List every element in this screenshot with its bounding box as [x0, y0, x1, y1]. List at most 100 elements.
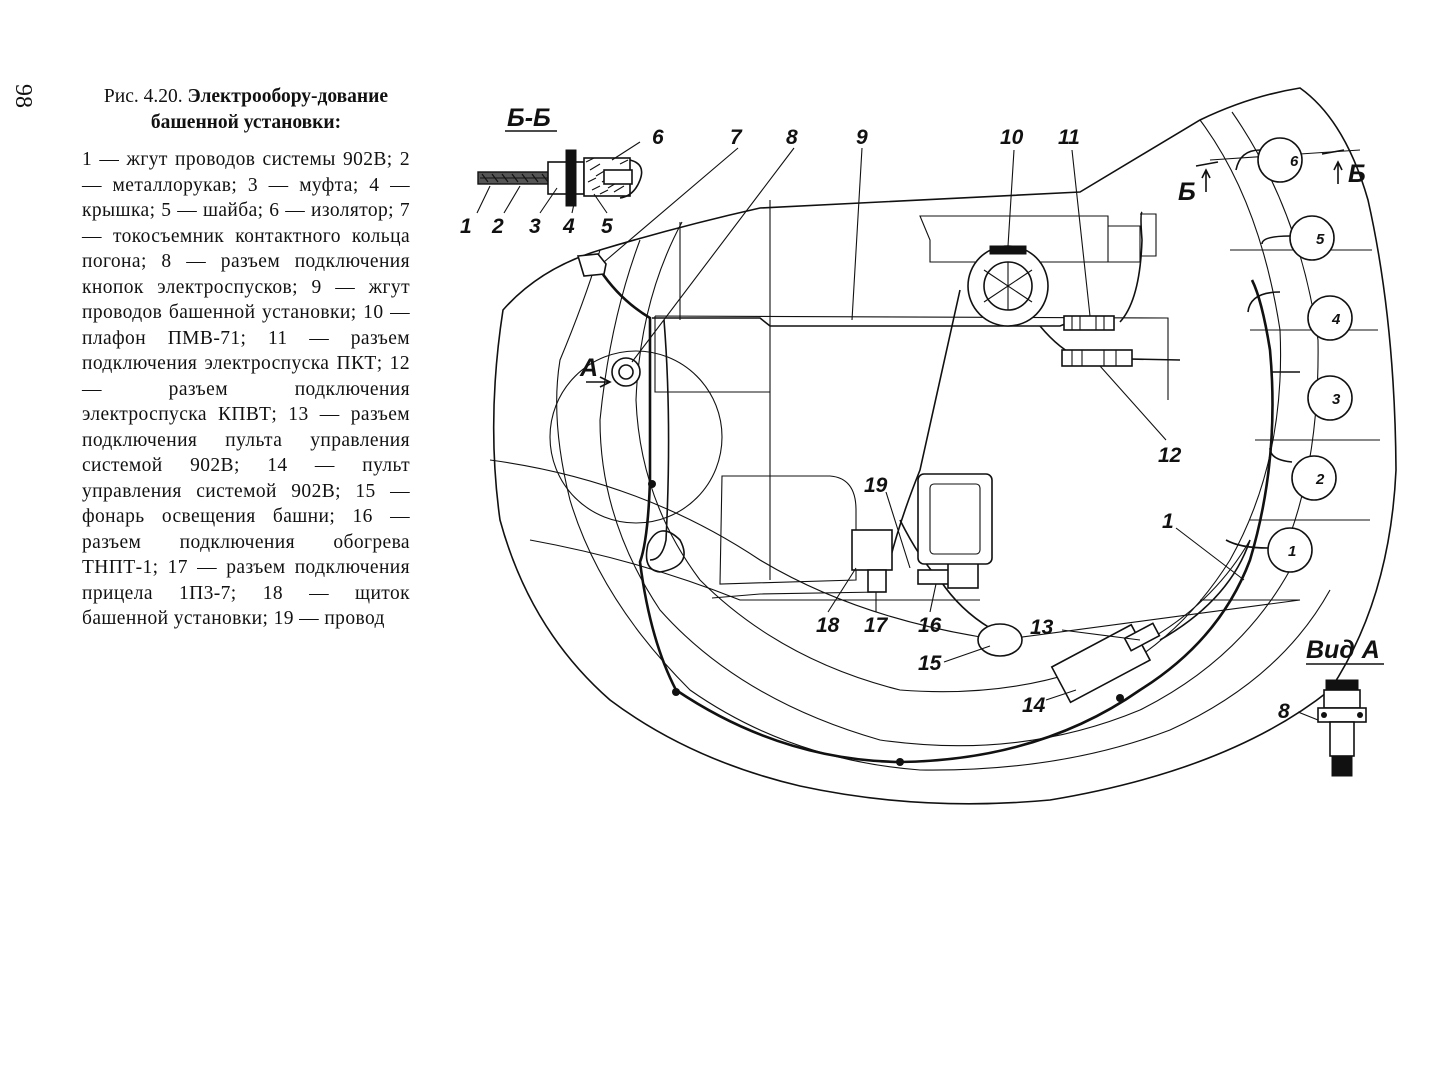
label-18: 18 — [816, 614, 840, 637]
breech-end — [1140, 213, 1157, 257]
label-14: 14 — [1022, 694, 1046, 717]
leader-lines — [603, 147, 1245, 701]
wire-13 — [1159, 539, 1251, 641]
section-mark-arrow — [1333, 160, 1343, 184]
section-mark-arrow — [1201, 168, 1211, 192]
label-5: 5 — [601, 215, 613, 238]
seat-frame — [719, 475, 857, 585]
sight-unit — [917, 473, 993, 565]
figure-title: Электрообору-дование башенной установки: — [150, 86, 389, 133]
fitting-1 — [1267, 527, 1313, 573]
section-mark-tick — [1195, 161, 1219, 167]
flange-screw — [1321, 712, 1327, 718]
harness-loop — [645, 530, 685, 573]
label-4: 4 — [562, 215, 575, 238]
fitting-5-number: 5 — [1316, 231, 1325, 248]
label-9: 9 — [856, 126, 868, 149]
connector-body — [1329, 721, 1355, 757]
connector-head — [1323, 689, 1361, 709]
label-17: 17 — [864, 614, 889, 637]
caption-title: Рис. 4.20. Электрообору-дование башенной… — [82, 84, 410, 135]
lamp-grille — [983, 262, 1033, 310]
fitting-3 — [1307, 375, 1353, 421]
label-11: 11 — [1058, 126, 1080, 149]
turret-ring-outer — [556, 249, 1331, 771]
label-10: 10 — [1000, 126, 1024, 149]
fitting-6-number: 6 — [1290, 153, 1299, 170]
label-2: 2 — [491, 215, 504, 238]
label-7: 7 — [730, 126, 743, 149]
section-marks: Б Б — [1178, 149, 1366, 206]
wire-11 — [1119, 211, 1143, 323]
label-19: 19 — [864, 474, 888, 497]
view-a-arrow — [586, 376, 612, 388]
lamp-top — [989, 245, 1027, 255]
turret-wall-inner — [1099, 119, 1282, 681]
turret-ring-mid — [599, 239, 1291, 747]
fitting-5 — [1289, 215, 1335, 261]
kpvt-trigger-connector — [1061, 349, 1133, 367]
heating-box — [947, 561, 979, 589]
pkt-trigger-connector — [1063, 315, 1115, 331]
control-panel-connector — [1123, 622, 1161, 652]
wire-loop — [619, 159, 643, 199]
main-labels: 7 8 9 10 11 12 1 13 14 15 16 17 18 19 — [730, 126, 1182, 717]
section-mark-left: Б — [1178, 178, 1196, 206]
seat-rail — [711, 591, 881, 599]
label-1-harness: 1 — [1162, 510, 1174, 533]
connector-tail — [1331, 755, 1353, 777]
view-a-number: 8 — [1278, 700, 1290, 723]
fitting-2-number: 2 — [1315, 471, 1325, 488]
harness-down — [649, 319, 670, 561]
section-mark-right: Б — [1348, 160, 1366, 188]
section-mark-tick — [1321, 149, 1345, 155]
label-3: 3 — [529, 215, 541, 238]
floor-line — [489, 459, 1301, 641]
fitting-4-number: 4 — [1331, 311, 1341, 328]
label-8: 8 — [786, 126, 798, 149]
view-a-inset: Вид А 8 — [1278, 636, 1384, 777]
floor-line-2 — [529, 539, 980, 601]
label-6: 6 — [652, 126, 664, 149]
view-a-pointer: А — [579, 354, 612, 388]
figure-caption: Рис. 4.20. Электрообору-дование башенной… — [82, 84, 410, 632]
fitting-4 — [1307, 295, 1353, 341]
gun-mount-frame — [654, 200, 1169, 580]
turret-body — [492, 87, 1397, 805]
fitting-1-number: 1 — [1288, 543, 1296, 560]
fitting-2 — [1291, 455, 1337, 501]
view-a-label: Вид А — [1306, 636, 1380, 664]
fitting-3-number: 3 — [1332, 391, 1341, 408]
section-leaders — [476, 141, 641, 214]
turret-panel — [851, 529, 893, 571]
connector-ribs — [1071, 316, 1105, 330]
slip-ring-collector — [576, 253, 607, 277]
cover — [565, 149, 577, 207]
section-bb-label: Б-Б — [507, 104, 551, 132]
components — [576, 149, 1300, 704]
fitting-6 — [1257, 137, 1303, 183]
section-bb-inset: Б-Б 1 2 3 4 5 6 — [460, 104, 664, 238]
harness-main-1 — [598, 269, 1274, 764]
clamp — [672, 688, 680, 696]
view-a-pointer-label: А — [579, 354, 598, 382]
clamp — [896, 758, 904, 766]
wire-19-upper — [889, 289, 961, 561]
turret-lamp — [977, 623, 1023, 657]
label-15: 15 — [918, 652, 942, 675]
connector-ribs — [1071, 350, 1117, 366]
connector-cap — [1325, 679, 1359, 691]
sight-connector — [867, 569, 887, 593]
view-a-leader — [1297, 711, 1319, 721]
hatch-circle — [549, 350, 723, 524]
clamp — [648, 480, 656, 488]
flange-screw — [1357, 712, 1363, 718]
label-12: 12 — [1158, 444, 1182, 467]
wall-conduits — [1225, 149, 1300, 549]
washer — [603, 169, 633, 185]
trigger-connector-core — [618, 364, 634, 380]
label-13: 13 — [1030, 616, 1054, 639]
sight-unit-inner — [929, 483, 981, 555]
